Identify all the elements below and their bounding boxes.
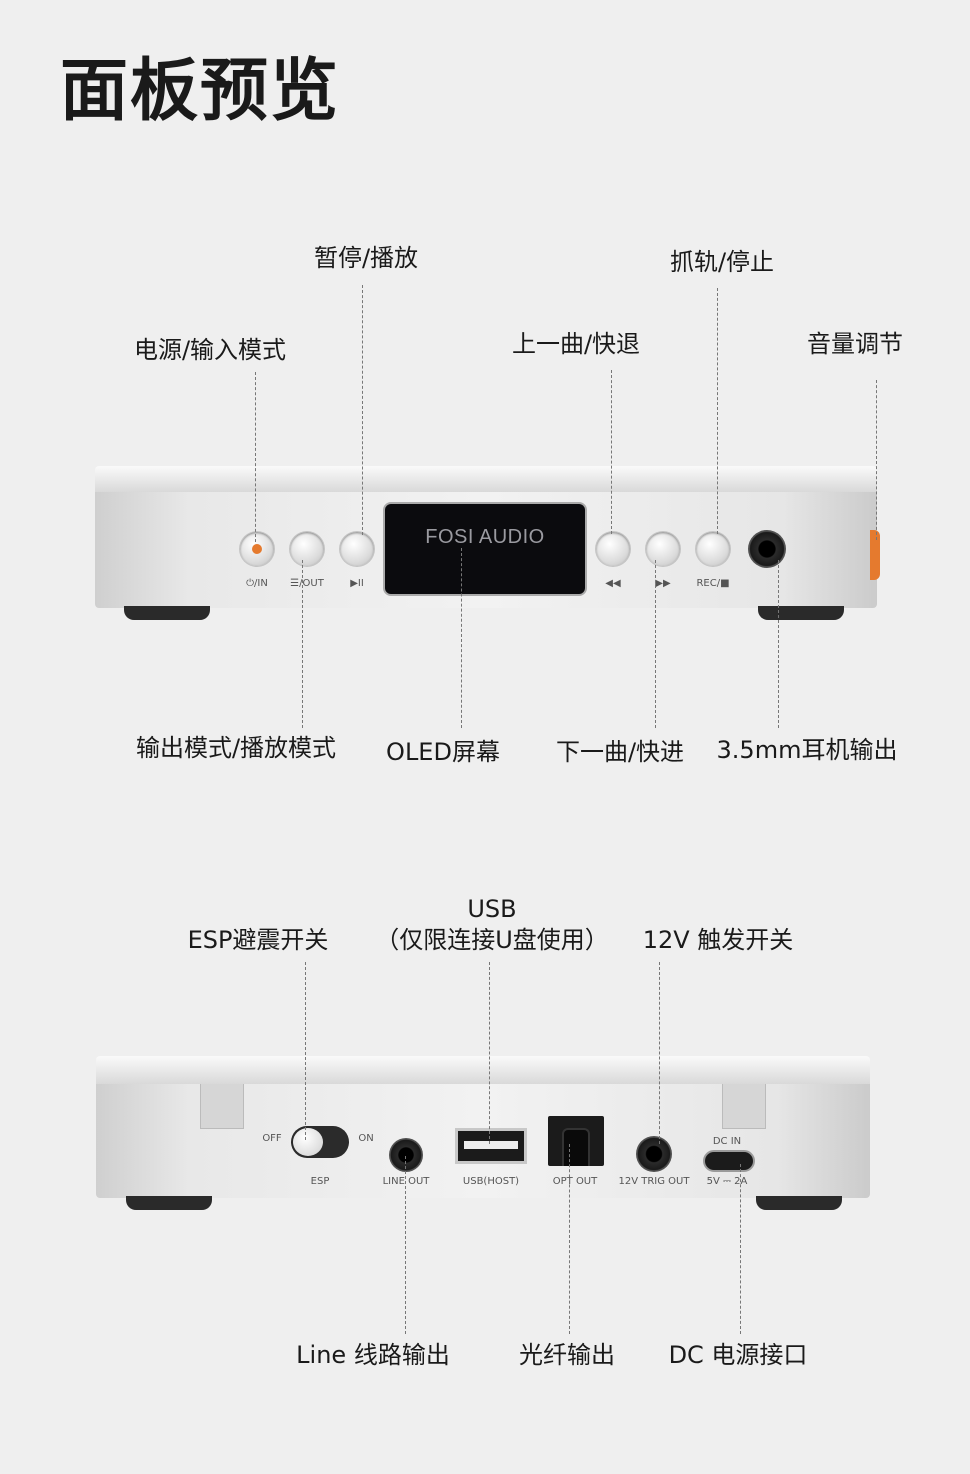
device-foot-left bbox=[124, 606, 210, 620]
leader-pause-play bbox=[362, 285, 363, 535]
callout-prev-rewind: 上一曲/快退 bbox=[511, 330, 641, 358]
prev-button-label: ◀◀ bbox=[605, 578, 621, 589]
line-out-label: LINE OUT bbox=[382, 1176, 430, 1187]
back-bracket-left bbox=[200, 1084, 244, 1129]
rec-button-label: REC/■ bbox=[696, 578, 730, 589]
callout-dc: DC 电源接口 bbox=[668, 1341, 808, 1369]
dc-usb-c-port[interactable] bbox=[703, 1150, 755, 1172]
esp-label: ESP bbox=[310, 1176, 330, 1187]
callout-line-out: Line 线路输出 bbox=[296, 1341, 450, 1369]
back-foot-right bbox=[756, 1196, 842, 1210]
line-out-jack[interactable] bbox=[389, 1138, 423, 1172]
leader-line-out bbox=[405, 1156, 406, 1334]
leader-optical bbox=[569, 1144, 570, 1334]
usb-host-label: USB(HOST) bbox=[462, 1176, 520, 1187]
esp-off-label: OFF bbox=[262, 1133, 282, 1144]
play-pause-button[interactable] bbox=[340, 532, 374, 566]
esp-on-label: ON bbox=[358, 1133, 374, 1144]
esp-switch-knob bbox=[293, 1128, 323, 1156]
dc-in-label: DC IN bbox=[712, 1136, 742, 1147]
power-input-button[interactable] bbox=[240, 532, 274, 566]
oled-screen: FOSI AUDIO bbox=[385, 504, 585, 594]
callout-headphone: 3.5mm耳机输出 bbox=[716, 736, 898, 764]
leader-volume bbox=[876, 380, 877, 540]
callout-volume: 音量调节 bbox=[807, 330, 903, 358]
leader-next-forward bbox=[655, 560, 656, 728]
callout-usb-line2: （仅限连接U盘使用） bbox=[375, 926, 609, 954]
rec-stop-button[interactable] bbox=[696, 532, 730, 566]
trig-out-label: 12V TRIG OUT bbox=[618, 1176, 690, 1187]
leader-usb bbox=[489, 962, 490, 1144]
prev-button[interactable] bbox=[596, 532, 630, 566]
leader-dc bbox=[740, 1164, 741, 1334]
device-foot-right bbox=[758, 606, 844, 620]
dc-spec-label: 5V ⎓ 2A bbox=[706, 1176, 748, 1187]
device-top-lid bbox=[95, 466, 877, 492]
leader-esp bbox=[305, 962, 306, 1140]
callout-power-input: 电源/输入模式 bbox=[133, 336, 287, 364]
callout-pause-play: 暂停/播放 bbox=[313, 244, 419, 272]
callout-esp: ESP避震开关 bbox=[187, 926, 329, 954]
leader-trig bbox=[659, 962, 660, 1144]
esp-switch[interactable] bbox=[291, 1126, 349, 1158]
page-title: 面板预览 bbox=[60, 52, 341, 131]
trig-out-jack[interactable] bbox=[636, 1136, 672, 1172]
callout-usb-line1: USB bbox=[467, 895, 517, 923]
leader-power-input bbox=[255, 372, 256, 542]
leader-output-play-mode bbox=[302, 560, 303, 728]
next-button-label: ▶▶ bbox=[655, 578, 671, 589]
mode-button[interactable] bbox=[290, 532, 324, 566]
power-indicator-icon bbox=[252, 544, 262, 554]
callout-output-play-mode: 输出模式/播放模式 bbox=[135, 734, 337, 762]
callout-optical: 光纤输出 bbox=[519, 1341, 615, 1369]
callout-trig: 12V 触发开关 bbox=[642, 926, 794, 954]
play-button-label: ▶II bbox=[350, 578, 364, 589]
back-bracket-right bbox=[722, 1084, 766, 1129]
mode-button-label: ☰/OUT bbox=[290, 578, 324, 589]
callout-next-forward: 下一曲/快进 bbox=[555, 738, 685, 766]
opt-out-label: OPT OUT bbox=[552, 1176, 598, 1187]
leader-rip-stop bbox=[717, 288, 718, 534]
oled-screen-text: FOSI AUDIO bbox=[425, 526, 545, 548]
optical-port[interactable] bbox=[548, 1116, 604, 1166]
power-button-label: ⏻/IN bbox=[246, 578, 268, 589]
leader-prev-rewind bbox=[611, 370, 612, 534]
volume-knob[interactable] bbox=[870, 530, 880, 580]
next-button[interactable] bbox=[646, 532, 680, 566]
leader-headphone bbox=[778, 560, 779, 728]
leader-oled bbox=[461, 548, 462, 728]
usb-host-port[interactable] bbox=[455, 1128, 527, 1164]
back-foot-left bbox=[126, 1196, 212, 1210]
callout-oled: OLED屏幕 bbox=[386, 738, 500, 766]
callout-rip-stop: 抓轨/停止 bbox=[669, 248, 775, 276]
back-top-lid bbox=[96, 1056, 870, 1084]
headphone-jack[interactable] bbox=[748, 530, 786, 568]
